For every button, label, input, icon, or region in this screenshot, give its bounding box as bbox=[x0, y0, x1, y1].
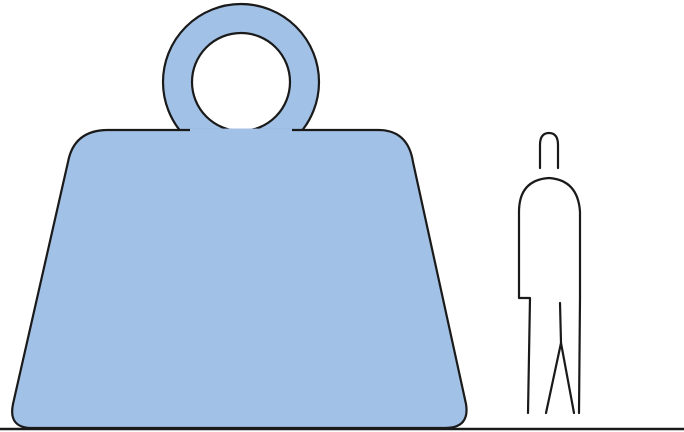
person-left-leg bbox=[546, 343, 574, 413]
weight-icon bbox=[12, 4, 466, 428]
person-icon bbox=[519, 133, 580, 413]
weight-handle-ring bbox=[178, 19, 305, 146]
weight-neck bbox=[190, 129, 292, 133]
person-right-leg bbox=[560, 303, 561, 343]
person-head bbox=[540, 133, 558, 168]
weight-body bbox=[12, 130, 466, 428]
weight-handle-inner-edge bbox=[192, 33, 290, 131]
person-body bbox=[519, 178, 580, 413]
